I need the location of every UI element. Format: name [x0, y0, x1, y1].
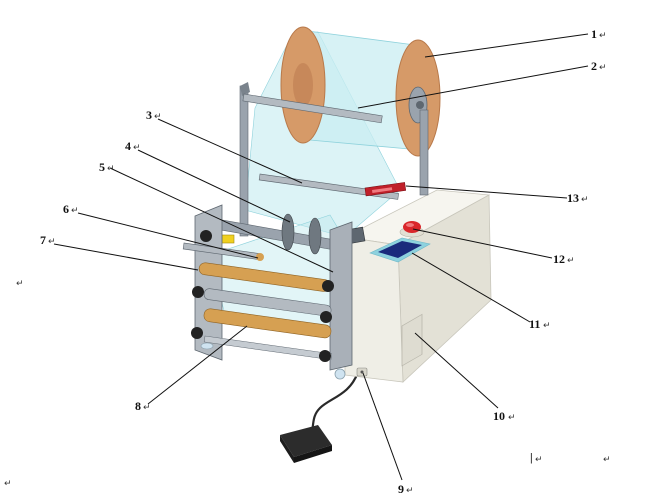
knob-left-1 — [192, 286, 204, 298]
label-reel — [280, 26, 441, 157]
reel-back-hub — [293, 63, 313, 107]
callout-labels: 1 2 3 4 5 6 7 8 9 10 11 12 13 — [40, 27, 597, 496]
knob-right-2 — [320, 311, 332, 323]
callout-1: 1 — [591, 27, 597, 41]
callout-6: 6 — [63, 202, 69, 216]
return-mark-2: ↵ — [599, 63, 607, 73]
leader-7 — [53, 243, 199, 271]
callout-11: 11 — [529, 317, 540, 331]
return-mark-10: ↵ — [508, 413, 516, 423]
leader-5 — [109, 167, 334, 273]
return-mark-7: ↵ — [48, 237, 56, 247]
leader-1 — [424, 33, 589, 58]
touch-screen-icon — [369, 237, 431, 263]
reel-hub-knob — [416, 101, 424, 109]
leader-3 — [157, 118, 303, 184]
callout-7: 7 — [40, 233, 46, 247]
frame-upright-left — [239, 85, 249, 237]
power-socket-icon — [356, 367, 368, 377]
pedal-front — [280, 435, 294, 463]
return-mark-stray-bottom-right: ↵ — [603, 455, 611, 465]
machine-frame — [239, 82, 429, 237]
callout-12: 12 — [553, 252, 565, 266]
top-guide-roller — [242, 93, 383, 124]
callout-2: 2 — [591, 59, 597, 73]
mid-guide-roller — [258, 173, 399, 200]
return-mark-6: ↵ — [71, 206, 79, 216]
knob-left-top — [200, 230, 212, 242]
roller-side-plate — [191, 204, 353, 371]
return-mark-5: ↵ — [107, 164, 115, 174]
return-mark-8: ↵ — [143, 403, 151, 413]
adjust-knob-yellow — [221, 234, 235, 244]
pedal-top — [280, 425, 332, 457]
leader-10 — [414, 332, 499, 409]
return-mark-11: ↵ — [543, 321, 551, 331]
knob-right-3 — [319, 350, 331, 362]
callout-4: 4 — [125, 139, 131, 153]
leader-11 — [411, 252, 531, 323]
knob-right-1 — [322, 280, 334, 292]
return-mark-stray-bottom-left: ↵ — [4, 479, 12, 489]
return-mark-stray-left: ↵ — [16, 279, 24, 289]
callout-10: 10 — [493, 409, 505, 423]
gold-roller-lower — [203, 308, 332, 339]
return-mark-4: ↵ — [133, 143, 141, 153]
bottom-support-bar — [203, 335, 333, 361]
callout-9: 9 — [398, 482, 404, 496]
leader-12 — [412, 228, 553, 259]
return-marks: ↵ ↵ ↵ ↵ ↵ ↵ ↵ ↵ ↵ ↵ ↵ ↵ ↵ ↵ ↵ ↵ ↵ | — [4, 31, 611, 496]
foot-left — [200, 342, 214, 350]
return-mark-12: ↵ — [567, 256, 575, 266]
text-cursor-mark: | — [530, 450, 533, 464]
callout-3: 3 — [146, 108, 152, 122]
knob-left-2 — [191, 327, 203, 339]
guide-disc-2 — [308, 217, 322, 255]
frame-upright-right — [419, 109, 429, 196]
callout-8: 8 — [135, 399, 141, 413]
callout-13: 13 — [567, 191, 579, 205]
housing-side-plate — [401, 313, 423, 367]
label-sensor — [364, 182, 407, 197]
frame-top-left-cap — [240, 82, 250, 96]
leader-8 — [147, 325, 248, 405]
leader-2 — [357, 65, 589, 109]
return-mark-9: ↵ — [406, 486, 414, 496]
control-housing — [334, 189, 492, 383]
press-rod-tip — [256, 253, 264, 261]
leader-9 — [362, 372, 403, 481]
side-plate-right — [329, 221, 353, 371]
return-mark-stray-bottom-mid: ↵ — [535, 455, 543, 465]
leader-4 — [137, 149, 291, 223]
leader-lines — [53, 33, 589, 481]
leader-6 — [77, 212, 259, 259]
pedal-side — [294, 445, 332, 463]
leader-13 — [405, 185, 568, 199]
return-mark-13: ↵ — [581, 195, 589, 205]
housing-foot-left — [334, 368, 346, 380]
silver-roller-middle — [203, 288, 332, 317]
callout-5: 5 — [99, 160, 105, 174]
return-mark-1: ↵ — [599, 31, 607, 41]
guide-disc-1 — [281, 213, 295, 251]
return-mark-3: ↵ — [154, 112, 162, 122]
pedal-cable — [310, 371, 360, 431]
foot-pedal-icon — [280, 371, 360, 463]
